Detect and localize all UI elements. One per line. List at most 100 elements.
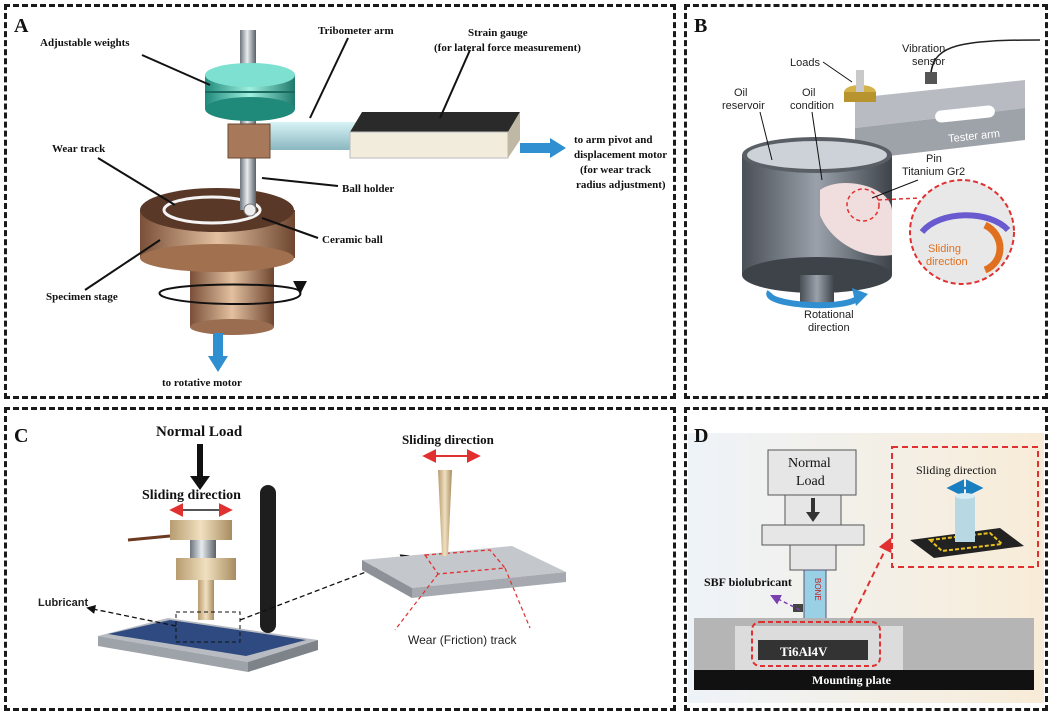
- label-oil-condition-2: condition: [790, 100, 834, 112]
- bath-side: [248, 640, 318, 672]
- label-sliding-direction-left: Sliding direction: [142, 488, 241, 503]
- label-mounting: Mounting plate: [812, 673, 892, 687]
- d-mounting-plate: [694, 670, 1034, 690]
- c-block-bottom: [176, 558, 236, 580]
- wear-leader-left: [394, 573, 439, 631]
- vibration-sensor: [925, 72, 937, 84]
- stage-shaft-bottom: [190, 319, 274, 335]
- label-normal-load-d2: Load: [796, 474, 825, 489]
- rotation-arrow-head-icon: [159, 280, 307, 295]
- label-rotational-2: direction: [808, 322, 850, 334]
- label-oil-reservoir-1: Oil: [734, 87, 747, 99]
- d-load-arrow-head: [806, 512, 820, 522]
- arm-pivot-arrow-head: [550, 138, 566, 158]
- reservoir-shaft: [800, 275, 834, 305]
- label-tribometer-arm: Tribometer arm: [318, 25, 394, 37]
- c-column: [260, 485, 276, 633]
- label-strain-gauge-1: Strain gauge: [468, 27, 528, 39]
- tester-arm-front: [855, 108, 1025, 160]
- leader-weights: [141, 54, 211, 86]
- strain-gauge-top: [350, 112, 520, 132]
- label-wear-track-c: Wear (Friction) track: [408, 633, 517, 647]
- leader-oil-condition: [811, 111, 823, 181]
- leader-pin: [871, 179, 919, 199]
- weights-bottom: [205, 97, 295, 121]
- c-connector: [190, 540, 216, 558]
- label-ti: Ti6Al4V: [780, 644, 828, 659]
- sensor-cable: [930, 39, 1041, 73]
- label-bone: BONE: [813, 578, 822, 601]
- leader-stage: [84, 239, 161, 291]
- loads-pin: [856, 70, 864, 92]
- panel-d: D Normal Load BONE Ti6Al4V Mounting plat…: [688, 425, 1044, 703]
- wear-leader-right: [504, 567, 531, 629]
- label-normal-load: Normal Load: [156, 424, 243, 440]
- panel-b-frame: [684, 4, 1048, 399]
- tribometer-arm: [262, 122, 367, 150]
- label-sbf: SBF biolubricant: [704, 575, 792, 589]
- tester-arm-top: [855, 80, 1025, 128]
- label-strain-gauge-2: (for lateral force measurement): [434, 42, 581, 54]
- sbf-arrow: [770, 595, 801, 611]
- zoom-track: [919, 212, 1011, 235]
- label-loads: Loads: [790, 57, 820, 69]
- leader-vibration: [930, 57, 936, 73]
- c-pin: [198, 580, 214, 620]
- rotational-arrow-head: [852, 288, 868, 306]
- leader-loads: [822, 61, 853, 83]
- d-zoom-arrow: [849, 537, 892, 623]
- label-vibration-1: Vibration: [902, 43, 945, 55]
- d-flange: [761, 524, 865, 546]
- panel-c-frame: [4, 407, 676, 711]
- label-ceramic-ball: Ceramic ball: [322, 234, 383, 246]
- label-sliding-direction-right: Sliding direction: [402, 432, 495, 447]
- strain-gauge-body: [349, 131, 509, 159]
- label-ball-holder: Ball holder: [342, 183, 394, 195]
- zoom-sliding-arrow: [983, 221, 1004, 274]
- zoom-arrow: [239, 554, 410, 621]
- weights-top: [205, 63, 295, 87]
- zoom-circle: [909, 179, 1015, 285]
- label-sliding-2: direction: [926, 256, 968, 268]
- panel-d-frame: [684, 407, 1048, 711]
- leader-ceramic-ball: [261, 217, 319, 239]
- c-wear-track-box: [423, 549, 507, 575]
- panel-b-letter: B: [694, 15, 707, 37]
- label-adjustable-weights: Adjustable weights: [40, 37, 130, 49]
- panel-a-letter: A: [14, 15, 29, 37]
- specimen-stage-bottom: [140, 244, 294, 272]
- c-plate-top: [362, 546, 566, 588]
- label-wear-track: Wear track: [52, 143, 106, 155]
- leader-wear-track: [97, 157, 176, 206]
- label-oil-condition-1: Oil: [802, 87, 815, 99]
- c-plate-side: [412, 572, 566, 598]
- label-arm-pivot-2: displacement motor: [574, 149, 667, 161]
- stage-shaft: [190, 265, 274, 327]
- c-focus-box: [175, 611, 241, 643]
- zoom-connector: [877, 197, 921, 201]
- c-block-top: [170, 520, 232, 540]
- d-zoom-box: [891, 446, 1039, 568]
- label-normal-load-d1: Normal: [788, 456, 831, 471]
- d-load-block: [767, 449, 857, 496]
- rotation-arrow-icon: [158, 291, 302, 306]
- d-zoom-pin-top: [955, 493, 975, 499]
- label-titanium: Titanium Gr2: [902, 166, 965, 178]
- leader-strain: [439, 49, 471, 119]
- panel-b: B Tester arm: [694, 15, 1041, 334]
- d-focus-box: [751, 621, 881, 667]
- label-arm-pivot-4: radius adjustment): [576, 179, 666, 191]
- d-holder: [789, 544, 837, 571]
- leader-oil-reservoir: [759, 111, 773, 161]
- label-oil-reservoir-2: reservoir: [722, 100, 765, 112]
- tester-arm-slot: [935, 105, 995, 123]
- rotational-arrow: [766, 290, 863, 309]
- d-ti-sample: [758, 640, 868, 660]
- wear-track-ring: [162, 195, 262, 225]
- d-zoom-pin: [955, 496, 975, 542]
- loads-body: [844, 92, 876, 102]
- pin-zoom-source: [846, 188, 880, 222]
- panel-a-frame: [4, 4, 676, 399]
- label-rotative-motor: to rotative motor: [162, 377, 242, 389]
